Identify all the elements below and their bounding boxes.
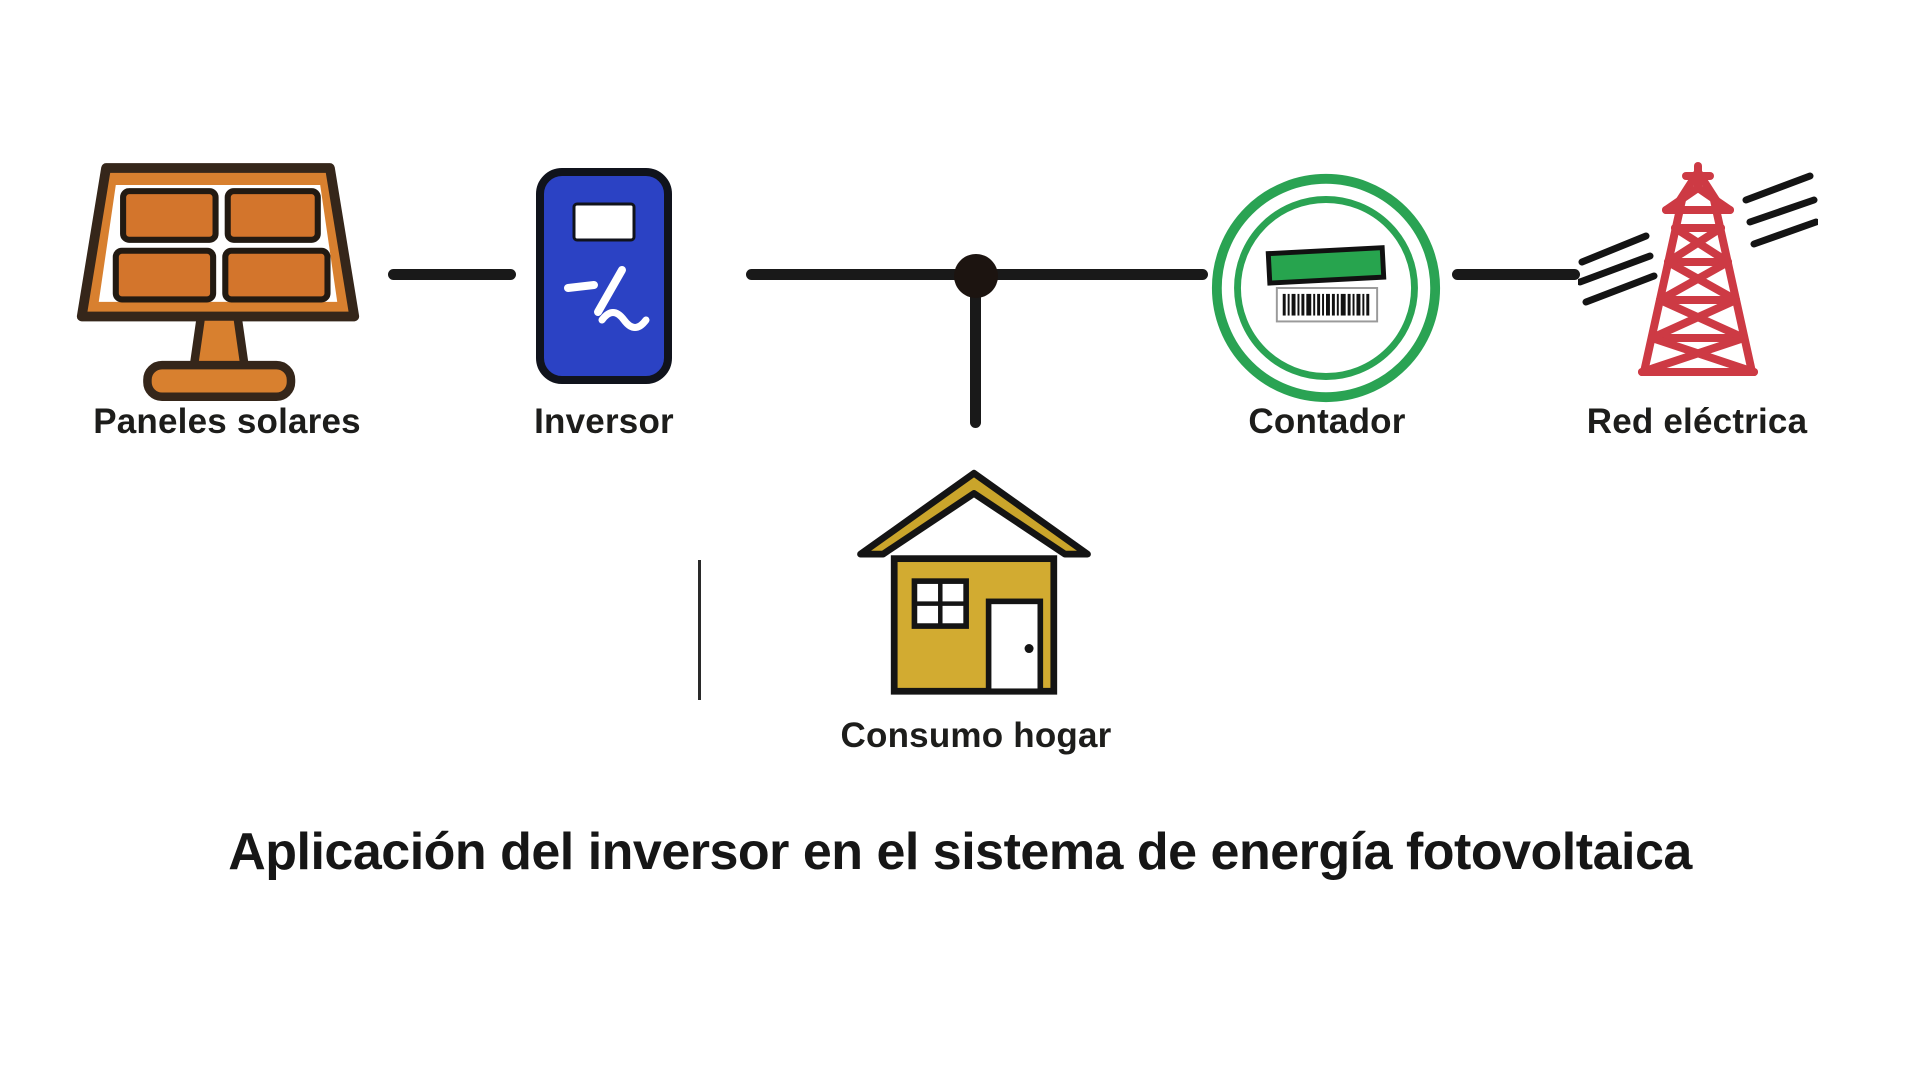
label-red-electrica: Red eléctrica [1586, 402, 1808, 441]
label-inversor: Inversor [534, 402, 674, 441]
label-paneles-solares: Paneles solares [93, 402, 361, 441]
inverter-icon [534, 166, 674, 386]
solar-panel-icon [72, 158, 364, 408]
wire-junction-to-house [970, 276, 981, 428]
wire-panels-to-inverter [388, 269, 516, 280]
energy-meter-icon [1208, 170, 1444, 406]
junction-dot [954, 254, 998, 298]
label-consumo-hogar: Consumo hogar [840, 716, 1112, 755]
label-contador: Contador [1248, 402, 1406, 441]
wire-meter-to-grid [1452, 269, 1580, 280]
house-icon [856, 462, 1092, 698]
stray-vertical-mark [698, 560, 701, 700]
diagram-title: Aplicación del inversor en el sistema de… [228, 823, 1692, 881]
power-tower-icon [1578, 158, 1818, 398]
